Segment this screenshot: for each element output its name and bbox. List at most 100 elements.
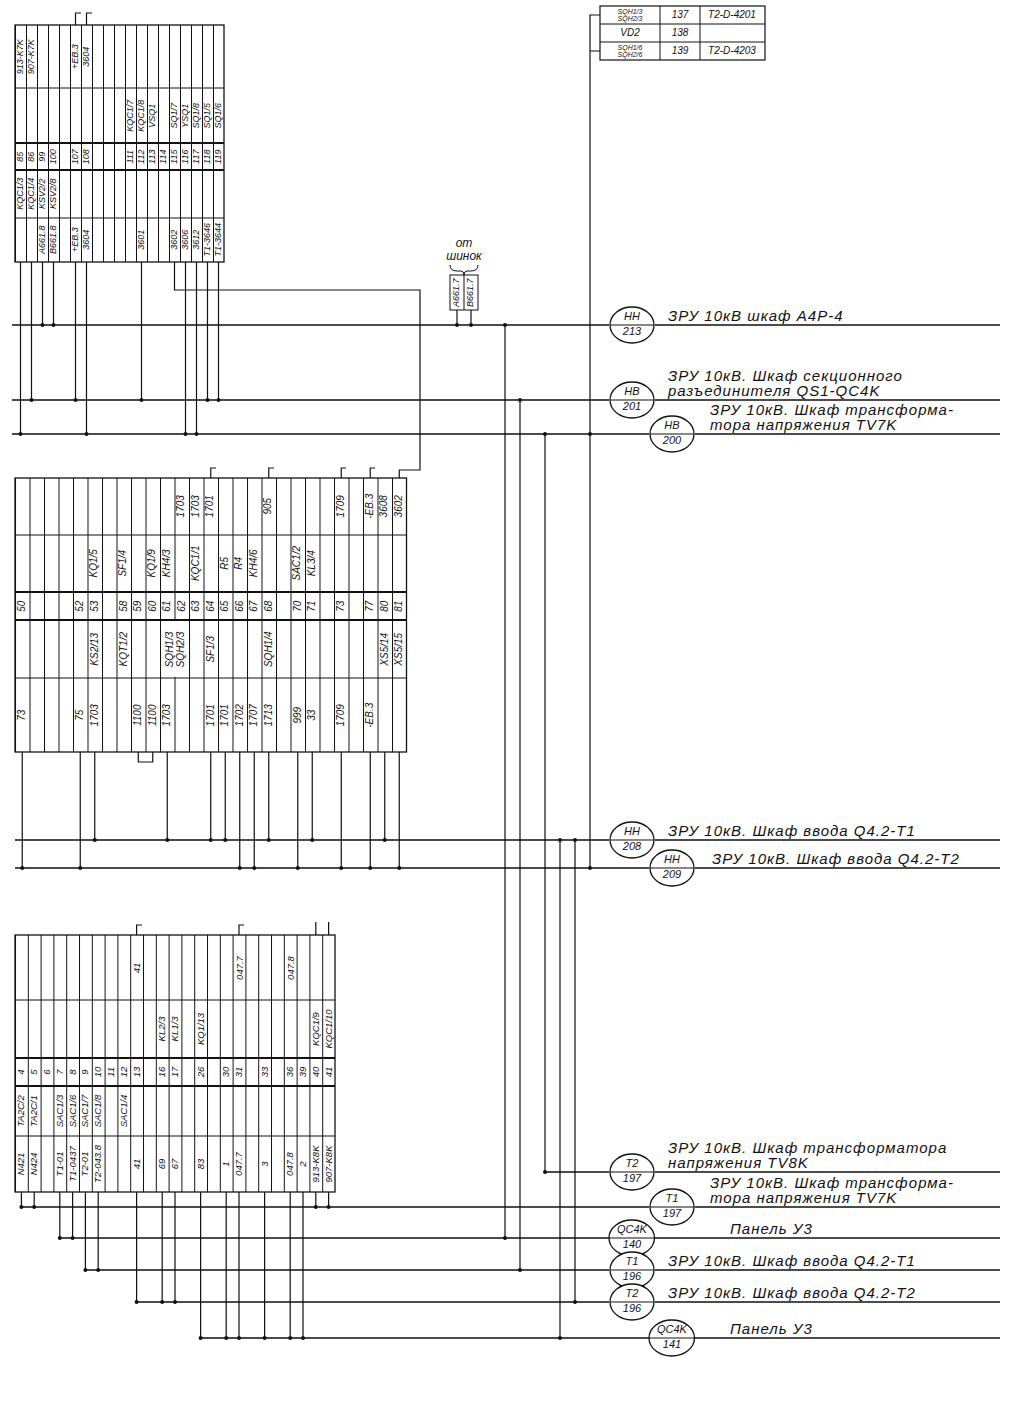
wire-mark: 3612 [192,220,201,260]
wire-mark: SQ1/7 [170,90,179,141]
terminal-number: 65 [220,594,231,618]
terminal-block [15,25,224,262]
terminal-number: 53 [90,594,101,618]
terminal-number: 16 [157,1060,167,1084]
marker-ellipse [650,1189,694,1225]
terminal-number: 12 [119,1060,129,1084]
wire [457,310,471,325]
row-line [15,1000,335,1136]
junction-dot [19,323,593,1340]
terminal-grid [15,478,407,752]
cable-number: 197 [623,1173,641,1185]
cable-marker: T2196 [609,1283,655,1321]
terminal-number: 17 [170,1060,180,1084]
table-cell: VD2 [613,28,647,39]
wire-mark: B661.8 [49,220,58,260]
terminal-number: 4 [16,1060,26,1084]
wire-mark: 1100 [133,680,144,750]
terminal-number: 114 [159,145,168,168]
wire-mark: SQ1/5 [203,90,212,141]
terminal-number: 80 [380,594,391,618]
terminal-row-line [15,143,224,170]
cable-marker: НВ201 [609,381,655,419]
wire-mark: XS5/15 [394,622,405,676]
wire-mark: 1703 [177,480,188,533]
terminal-number: 119 [214,145,223,168]
cable-marker: QC4K140 [608,1219,655,1257]
terminal-number: 59 [133,594,144,618]
wire-mark: 1702 [235,680,246,750]
cable-destination: ЗРУ 10кВ. Шкаф ввода Q4.2-T2 [668,1285,988,1300]
wire-mark: T2-01 [80,1138,90,1190]
cable-marker: T1197 [649,1188,695,1226]
wire-mark: SAC1/2 [293,537,304,590]
cable-number: T2 [626,1158,639,1170]
wire-mark: 41 [132,937,142,998]
terminal-number: 118 [203,145,212,168]
table-outline [600,6,765,60]
cable-marker: НВ200 [649,415,695,453]
cable-destination: ЗРУ 10кВ. Шкаф ввода Q4.2-T2 [712,851,1000,866]
wire-mark: KQC1/9 [311,1002,321,1056]
terminal-number: 36 [285,1060,295,1084]
wire-mark: SAC1/3 [55,1088,65,1134]
cable-number: 141 [663,1339,681,1351]
wire-mark: 1703 [162,680,173,750]
wire-mark: 907-K7K [27,27,36,86]
cable-destination: ЗРУ 10кВ. Шкаф ввода Q4.2-T1 [668,1253,988,1268]
terminal-outline [15,478,407,752]
terminal-block [15,935,335,1192]
cable-number: НН [624,311,640,323]
terminal-outline [15,25,224,262]
terminal-number: 108 [82,145,91,168]
wire-mark: 73 [17,680,28,750]
cable-marker: НН208 [609,821,655,859]
cable-destination: ЗРУ 10кВ. Шкаф трансформа- тора напряжен… [710,402,975,432]
marker-ellipse [609,1220,654,1256]
wire-mark: KQC1/3 [16,172,25,216]
terminal-number: 41 [324,1060,334,1084]
note: от шинок [442,237,486,263]
wire [21,262,421,478]
wire-mark: SAC1/6 [68,1088,78,1134]
wire-mark: KL1/3 [170,1002,180,1056]
terminal-number: 9 [80,1060,90,1084]
cable-marker: НН209 [649,849,695,887]
terminal-number: 116 [181,145,190,168]
cable-number: 201 [623,401,641,413]
terminal-number: 26 [196,1060,206,1084]
table-grid [600,6,765,60]
terminal-number: 113 [148,145,157,168]
cable-destination: ЗРУ 10кВ. Шкаф ввода Q4.2-T1 [668,823,988,838]
table-cell: T2-D-4201 [701,10,763,21]
terminal-number: 5 [29,1060,39,1084]
wire-mark: T1-3646 [203,220,212,260]
row-line [15,88,224,218]
wire-mark: VSQ1 [148,90,157,141]
row-line [15,535,407,678]
wire-mark: SQ1/6 [214,90,223,141]
terminal-outline [15,935,335,1192]
marker-ellipse [610,822,654,858]
wire-mark: N421 [16,1138,26,1190]
terminal-number: 71 [307,594,318,618]
wire-mark: T1-0437 [68,1138,78,1190]
wire-mark: +EB.3 [71,220,80,260]
cable-destination: Панель У3 [730,1321,880,1336]
tap-box [450,275,478,310]
wire-mark: 1703 [191,480,202,533]
terminal-number: 107 [71,145,80,168]
cable-number: НН [624,826,640,838]
cable-marker: QC4K141 [648,1319,695,1357]
wire-mark: KS2/13 [90,622,101,676]
cable-number: 196 [623,1271,641,1283]
wire-mark: SQH1/4 [264,622,275,676]
cable-destination: Панель У3 [730,1221,880,1236]
terminal-number: 99 [38,145,47,168]
wire-mark: KQT1/2 [119,622,130,676]
wire-mark: 1713 [264,680,275,750]
terminal-number: 50 [17,594,28,618]
terminal-number: 68 [264,594,275,618]
wire-mark: KH4/3 [162,537,173,590]
wire-mark: 69 [157,1138,167,1190]
